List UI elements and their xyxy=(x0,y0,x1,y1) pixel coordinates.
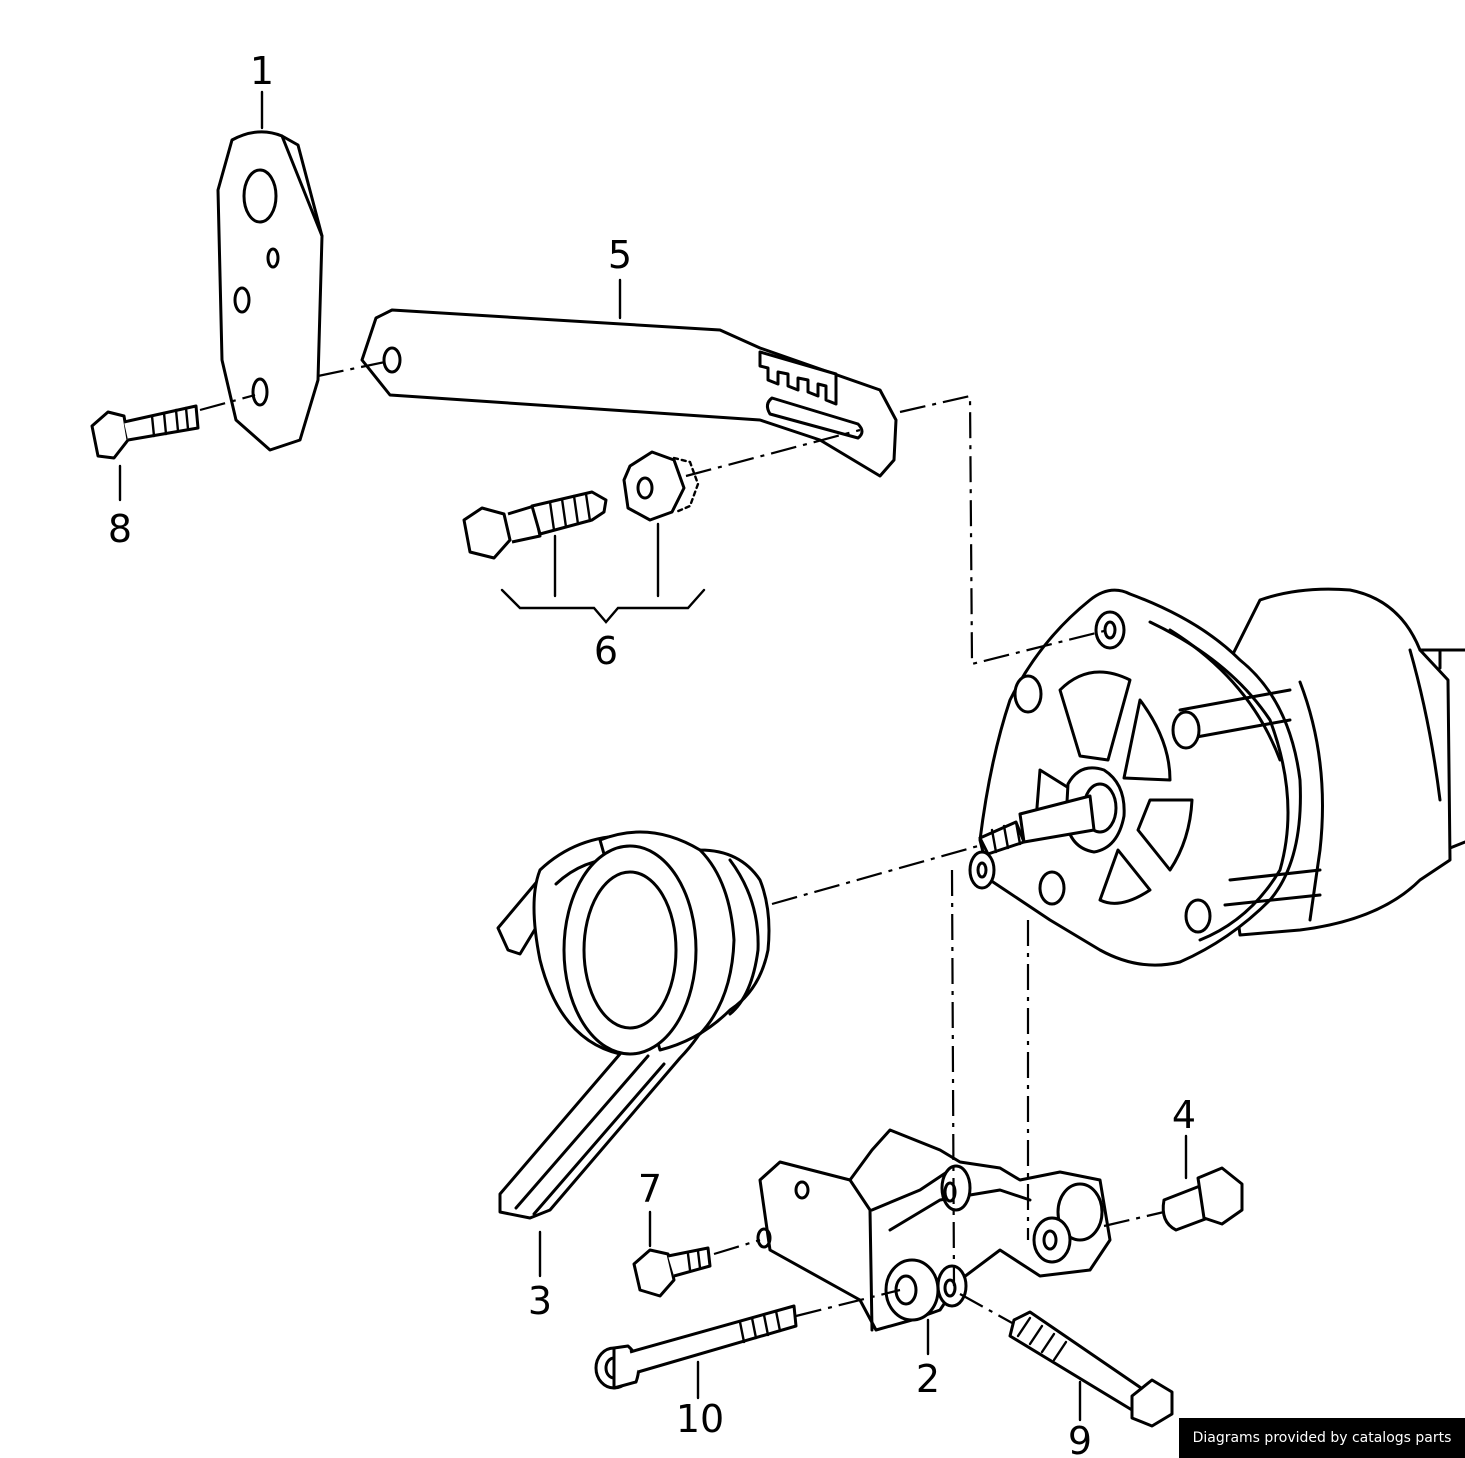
callout-7: 7 xyxy=(638,1167,662,1211)
callout-10: 10 xyxy=(676,1397,724,1441)
alternator-pulley[interactable] xyxy=(562,830,771,1056)
credit-banner: Diagrams provided by catalogs parts xyxy=(1179,1418,1465,1458)
alternator[interactable] xyxy=(968,587,1465,967)
part-6-bolt-nut-kit[interactable] xyxy=(462,450,700,560)
leader-lines xyxy=(118,90,1188,1422)
part-1-mounting-plate[interactable] xyxy=(216,130,324,452)
part-9-long-bolt[interactable] xyxy=(1008,1310,1174,1428)
callout-labels: 1 2 3 4 5 6 7 8 9 10 xyxy=(108,49,1196,1458)
callout-6: 6 xyxy=(594,629,618,673)
callout-9: 9 xyxy=(1068,1419,1092,1458)
part-7-bolt[interactable] xyxy=(632,1246,712,1298)
callout-1: 1 xyxy=(250,49,274,93)
alignment-lines xyxy=(199,360,1165,1325)
part-5-adjusting-bracket[interactable] xyxy=(360,308,898,478)
callout-5: 5 xyxy=(608,233,632,277)
part-10-long-bolt[interactable] xyxy=(594,1304,798,1390)
part-8-bolt[interactable] xyxy=(90,404,200,460)
callout-2: 2 xyxy=(916,1357,940,1401)
callout-8: 8 xyxy=(108,507,132,551)
part-2-lower-bracket[interactable] xyxy=(756,1128,1112,1332)
callout-3: 3 xyxy=(528,1279,552,1323)
part-4-bolt[interactable] xyxy=(1161,1166,1244,1232)
callout-4: 4 xyxy=(1172,1093,1196,1137)
